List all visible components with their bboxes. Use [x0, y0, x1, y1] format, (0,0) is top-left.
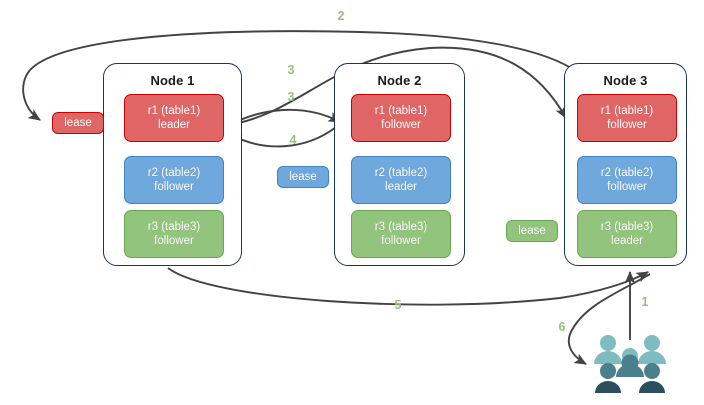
step-label-3a: 3 [287, 63, 295, 77]
node-1-title: Node 1 [150, 73, 195, 88]
replica-line1: r2 (table2) [374, 167, 428, 179]
node-3-replica-r1[interactable]: r1 (table1) follower [577, 94, 677, 142]
node-3-container[interactable]: Node 3 r1 (table1) follower r2 (table2) … [564, 63, 687, 266]
step-label-3b: 3 [287, 90, 295, 104]
step-label-5: 5 [394, 298, 402, 312]
replica-line2: leader [385, 181, 417, 193]
users-icon [594, 335, 666, 393]
lease-label: lease [518, 225, 546, 237]
lease-label: lease [64, 117, 92, 129]
node-3-title: Node 3 [603, 73, 648, 88]
replica-line2: follower [154, 181, 194, 193]
replica-line2: follower [381, 119, 421, 131]
node-2-container[interactable]: Node 2 r1 (table1) follower r2 (table2) … [334, 63, 465, 266]
replica-line1: r3 (table3) [374, 221, 428, 233]
replica-line2: follower [607, 119, 647, 131]
step-label-1: 1 [641, 295, 649, 309]
lease-label: lease [289, 171, 317, 183]
replica-line1: r2 (table2) [600, 167, 654, 179]
node-1-replica-r2[interactable]: r2 (table2) follower [124, 156, 224, 204]
node-3-replica-r2[interactable]: r2 (table2) follower [577, 156, 677, 204]
node-2-replica-r3[interactable]: r3 (table3) follower [351, 210, 451, 258]
lease-badge-table2[interactable]: lease [277, 166, 329, 188]
replica-line1: r3 (table3) [600, 221, 654, 233]
lease-badge-table1[interactable]: lease [52, 112, 104, 134]
node-2-replica-r1[interactable]: r1 (table1) follower [351, 94, 451, 142]
node-3-replica-r3[interactable]: r3 (table3) leader [577, 210, 677, 258]
node-1-replica-r3[interactable]: r3 (table3) follower [124, 210, 224, 258]
node-2-replica-r2[interactable]: r2 (table2) leader [351, 156, 451, 204]
node-1-container[interactable]: Node 1 r1 (table1) leader r2 (table2) fo… [103, 63, 242, 266]
replica-line2: leader [158, 119, 190, 131]
replica-line2: follower [154, 235, 194, 247]
lease-badge-table3[interactable]: lease [506, 220, 558, 242]
step-label-4: 4 [289, 133, 297, 147]
step-label-6: 6 [558, 320, 566, 334]
replica-line1: r1 (table1) [147, 105, 201, 117]
node-2-title: Node 2 [377, 73, 422, 88]
node-1-replica-r1[interactable]: r1 (table1) leader [124, 94, 224, 142]
replica-line2: follower [381, 235, 421, 247]
replica-line1: r3 (table3) [147, 221, 201, 233]
replica-line2: leader [611, 235, 643, 247]
replica-line1: r2 (table2) [147, 167, 201, 179]
replica-line1: r1 (table1) [600, 105, 654, 117]
replica-line1: r1 (table1) [374, 105, 428, 117]
replica-line2: follower [607, 181, 647, 193]
step-label-2: 2 [337, 9, 345, 23]
